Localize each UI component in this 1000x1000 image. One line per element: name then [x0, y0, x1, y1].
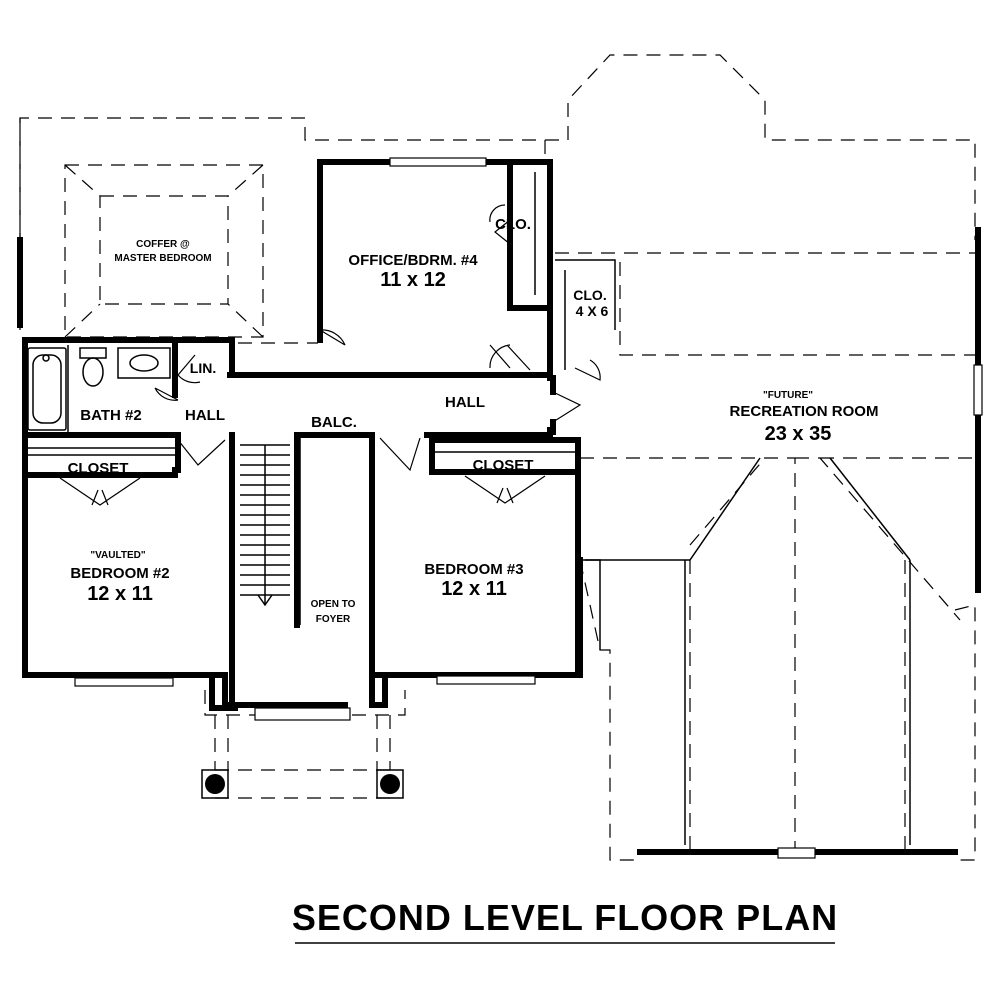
stair-treads — [240, 435, 301, 625]
recreation-label: RECREATION ROOM — [730, 403, 879, 420]
recreation-note: "FUTURE" — [763, 390, 813, 401]
bath-fixtures — [27, 345, 171, 432]
walls — [17, 159, 981, 855]
hall-main-label: HALL — [445, 394, 485, 411]
porch-column-right — [380, 774, 400, 794]
bedroom2-size: 12 x 11 — [87, 583, 153, 605]
office-label: OFFICE/BDRM. #4 — [348, 252, 478, 269]
porch-columns — [201, 715, 404, 799]
bath2-label: BATH #2 — [80, 407, 141, 424]
bedroom2-note: "VAULTED" — [90, 550, 145, 561]
recreation-frame — [580, 457, 911, 845]
closet-right-label: CLOSET — [473, 457, 534, 474]
bedroom2-label: BEDROOM #2 — [70, 565, 169, 582]
small-closet-size: 4 X 6 — [576, 303, 609, 319]
open-foyer-line1: OPEN TO — [311, 599, 356, 610]
plan-title: SECOND LEVEL FLOOR PLAN — [292, 897, 838, 938]
recreation-size: 23 x 35 — [765, 423, 832, 445]
room-labels: COFFER @ MASTER BEDROOM OFFICE/BDRM. #4 … — [68, 216, 879, 625]
small-closet-label: CLO. — [573, 287, 606, 303]
interior-lines — [25, 172, 616, 625]
doors — [59, 204, 601, 506]
bedroom3-label: BEDROOM #3 — [424, 561, 523, 578]
windows — [74, 157, 983, 859]
plan-title-group: SECOND LEVEL FLOOR PLAN — [292, 897, 838, 944]
linen-label: LIN. — [190, 360, 216, 376]
office-size: 11 x 12 — [380, 269, 446, 291]
balcony-label: BALC. — [311, 414, 357, 431]
coffer-label-line1: COFFER @ — [136, 239, 190, 250]
bedroom3-size: 12 x 11 — [441, 578, 507, 600]
porch-column-left — [205, 774, 225, 794]
coffer-label-line2: MASTER BEDROOM — [114, 253, 211, 264]
closet-left-label: CLOSET — [68, 460, 129, 477]
roof-outline-dashed — [19, 54, 976, 861]
open-foyer-line2: FOYER — [316, 614, 351, 625]
office-closet-label: CLO. — [495, 216, 531, 233]
hall-left-label: HALL — [185, 407, 225, 424]
